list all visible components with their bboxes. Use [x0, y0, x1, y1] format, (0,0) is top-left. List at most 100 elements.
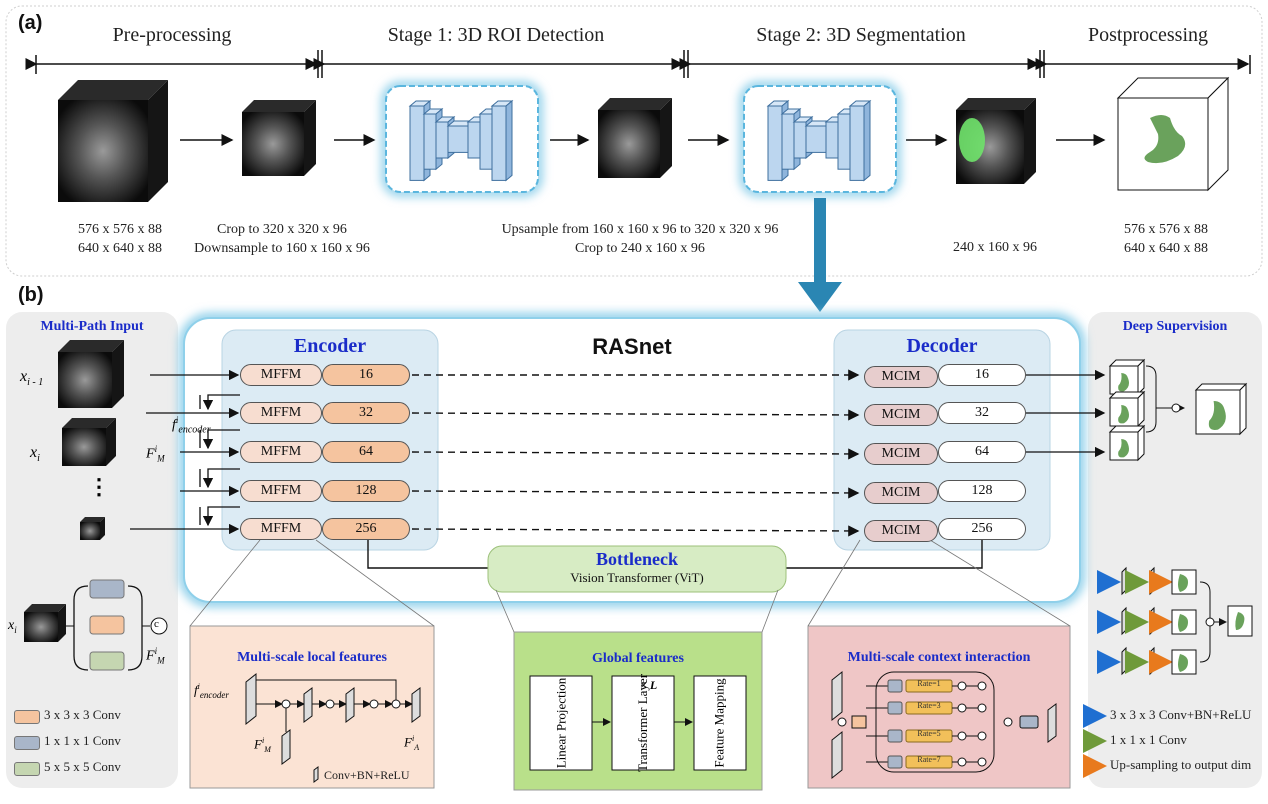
input-volume-prev	[58, 340, 124, 408]
mcim-block-0: MCIM	[864, 366, 938, 388]
mcim-block-2: MCIM	[864, 443, 938, 465]
encoder-channel-2: 64	[322, 441, 410, 463]
unet-block-0-4	[467, 121, 481, 159]
local-features-diagram	[245, 672, 421, 783]
input-volume-small	[80, 517, 105, 540]
global-features-diagram	[529, 675, 747, 771]
decoder-title: Decoder	[906, 335, 978, 357]
skip-connection-2	[411, 448, 860, 460]
volume-output	[1116, 76, 1230, 192]
unet-block-1-4	[825, 121, 839, 159]
legend-swatch-1x1	[14, 736, 40, 750]
dim-input: 576 x 576 x 88 640 x 640 x 88	[78, 222, 162, 256]
label-x-cur: xi	[30, 444, 40, 465]
upsample-diagram	[1097, 566, 1253, 676]
mcim-block-1: MCIM	[864, 404, 938, 426]
concat-symbol: c	[154, 618, 159, 630]
stage-preprocessing: Pre-processing	[112, 24, 232, 46]
mffm-block-1: MFFM	[240, 402, 322, 424]
legend-swatch-3x3	[14, 710, 40, 724]
mffm-block-2: MFFM	[240, 441, 322, 463]
unet-block-1-2	[793, 121, 807, 159]
local-legend: Conv+BN+ReLU	[324, 768, 410, 782]
bottleneck-subtitle: Vision Transformer (ViT)	[570, 570, 704, 585]
deep-supervision-title: Deep Supervision	[1122, 319, 1228, 334]
legend-swatch-5x5	[14, 762, 40, 776]
encoder-channel-4: 256	[322, 518, 410, 540]
mffm-block-4: MFFM	[240, 518, 322, 540]
block-feature-mapping: Feature Mapping	[712, 678, 728, 768]
stage-span-arrows	[25, 50, 1251, 78]
unet-block-1-1	[781, 113, 795, 170]
multi-path-title: Multi-Path Input	[40, 319, 144, 334]
panel-b-label: (b)	[18, 284, 44, 306]
context-diagram	[831, 670, 1057, 780]
rate-label-3: Rate=7	[917, 755, 941, 764]
skip-connection-3	[411, 487, 860, 499]
mffm-block-3: MFFM	[240, 480, 322, 502]
decoder-area	[833, 329, 1051, 551]
branch-diagram	[24, 579, 168, 671]
unet-block-1-3	[805, 125, 827, 153]
bottleneck-title: Bottleneck	[596, 549, 678, 569]
unet-block-1-0	[767, 105, 783, 181]
volume-roi	[598, 98, 672, 178]
local-f-encoder: fiencoder	[194, 682, 229, 700]
dots: ⋮	[88, 474, 110, 499]
encoder-channel-1: 32	[322, 402, 410, 424]
global-features-title: Global features	[592, 651, 684, 666]
label-x-branch: xi	[8, 618, 17, 635]
legend-conv-bn-relu: 3 x 3 x 3 Conv+BN+ReLU	[1110, 707, 1252, 722]
transformer-repeat: × L	[640, 678, 658, 692]
decoder-channel-1: 32	[938, 402, 1026, 424]
label-x-prev: xi - 1	[20, 368, 44, 389]
unet-blocks	[408, 99, 872, 182]
unet-block-0-6	[491, 105, 507, 181]
context-title: Multi-scale context interaction	[847, 650, 1031, 665]
decoder-channel-0: 16	[938, 364, 1026, 386]
rate-label-1: Rate=3	[917, 701, 941, 710]
decoder-channel-2: 64	[938, 441, 1026, 463]
stage-segmentation: Stage 2: 3D Segmentation	[756, 24, 966, 46]
volume-input	[58, 80, 168, 202]
panel-a-frame	[5, 5, 1263, 277]
encoder-area	[221, 329, 439, 551]
unet-block-0-1	[423, 113, 437, 170]
local-F-M: FiM	[254, 736, 271, 754]
legend-right-1x1: 1 x 1 x 1 Conv	[1110, 732, 1187, 747]
decoder-channel-3: 128	[938, 480, 1026, 502]
unet-block-1-5	[837, 113, 851, 170]
stage-roi-detection: Stage 1: 3D ROI Detection	[387, 24, 605, 46]
encoder-channel-3: 128	[322, 480, 410, 502]
volume-segmented	[956, 98, 1036, 184]
input-volume-cur	[62, 418, 116, 466]
dim-crop: Crop to 320 x 320 x 96 Downsample to 160…	[194, 222, 370, 256]
deep-supervision-cubes	[1108, 358, 1248, 462]
local-F-A: FiA	[404, 734, 420, 752]
legend-1x1-conv: 1 x 1 x 1 Conv	[44, 733, 121, 748]
dim-seg: 240 x 160 x 96	[953, 240, 1037, 255]
stage-postprocessing: Postprocessing	[1088, 24, 1208, 46]
dim-output: 576 x 576 x 88 640 x 640 x 88	[1124, 222, 1208, 256]
dim-upsample: Upsample from 160 x 160 x 96 to 320 x 32…	[501, 222, 779, 256]
label-F-M: FiM	[146, 444, 165, 464]
unet-block-0-0	[409, 105, 425, 181]
local-features-title: Multi-scale local features	[237, 650, 387, 665]
bottleneck-box	[487, 545, 787, 593]
mcim-block-3: MCIM	[864, 482, 938, 504]
unet-block-0-3	[447, 125, 469, 153]
label-F-M-branch: FiM	[146, 646, 165, 666]
legend-5x5-conv: 5 x 5 x 5 Conv	[44, 759, 121, 774]
mcim-block-4: MCIM	[864, 520, 938, 542]
legend-upsampling: Up-sampling to output dim	[1110, 757, 1252, 772]
skip-connection-4	[411, 525, 860, 537]
rasnet-title: RASnet	[592, 334, 672, 359]
rate-label-2: Rate=5	[917, 729, 941, 738]
block-linear-projection: Linear Projection	[553, 677, 569, 769]
rate-label-0: Rate=1	[917, 679, 941, 688]
mffm-block-0: MFFM	[240, 364, 322, 386]
legend-3x3-conv: 3 x 3 x 3 Conv	[44, 707, 121, 722]
zoom-arrow	[798, 198, 842, 312]
label-f-encoder: fiencoder	[172, 415, 211, 436]
